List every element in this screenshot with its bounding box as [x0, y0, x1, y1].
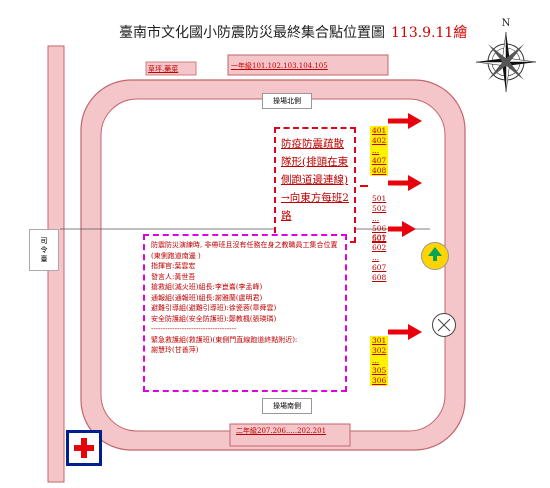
- lawn-label: 草坪.藥菜: [148, 65, 179, 73]
- grade2-label: 二年級207.206.....202.201: [236, 426, 326, 436]
- grade5-classes: 501 502 ... 506 507: [370, 194, 388, 244]
- staff-roles-box: 防震防災演練時, 非帶班且沒有任務在身之教職員工集合位置(東側跑道南邊 ) 指揮…: [143, 234, 347, 392]
- plan-line-2: 隊形(排頭在東側跑道邊連線): [281, 156, 349, 186]
- class-label: 301: [372, 336, 387, 345]
- plan-line-3: →向東方每班2路: [281, 192, 349, 222]
- grade3-classes: 301 302 ... 305 306: [370, 336, 389, 386]
- building-bottom: [229, 423, 351, 447]
- roles-line: ------------------------------------: [151, 325, 237, 333]
- evacuation-plan-box: 防疫防震疏散 隊形(排頭在東側跑道邊連線) →向東方每班2路: [274, 127, 356, 243]
- red-arrow-icon: [388, 113, 422, 129]
- roles-line: 緊急救護組(救護班)(東側門直線跑道終點附近):: [151, 335, 298, 344]
- plan-line-1: 防疫防震疏散: [281, 138, 344, 150]
- lawn-box: [145, 61, 197, 76]
- red-arrow-icon: [388, 175, 422, 191]
- class-label: ...: [372, 356, 380, 365]
- roles-line: 指揮官:葉雲宏: [151, 262, 196, 270]
- grade6-classes: 601 602 ... 607 608: [370, 233, 388, 283]
- class-label: ...: [372, 214, 380, 223]
- roles-line: 防震防災演練時, 非帶班且沒有任務在身之教職員工集合位置(東側跑道南邊 ): [151, 241, 338, 260]
- red-cross-icon: [66, 430, 102, 466]
- grade1-label: 一年級101.102.103.104.105: [231, 61, 328, 71]
- grade2-text: 二年級207.206.....202.201: [236, 427, 327, 435]
- map-title: 臺南市文化國小防震防災最終集合點位置圖 113.9.11繪: [119, 22, 467, 42]
- building-top: [227, 54, 389, 76]
- grade4-classes: 401 402 ... 407 408: [370, 126, 389, 176]
- class-label: 306: [372, 376, 387, 385]
- grade1-text: 一年級101.102.103.104.105: [231, 62, 328, 70]
- class-label: ...: [372, 146, 380, 155]
- class-label: 507: [372, 234, 387, 243]
- class-label: 408: [372, 166, 387, 175]
- stage-label: 司令臺: [29, 229, 59, 271]
- roles-line: 通報組(通報班)組長:謝雅蘭(盧明君): [151, 293, 263, 302]
- playground-north-label: 操場北側: [262, 93, 312, 109]
- roles-line: 謝慧玲(甘善萍): [151, 346, 199, 354]
- roles-line: 搶救組(滅火班)組長:李崑崙(李孟峰): [151, 283, 263, 291]
- class-label: 401: [372, 126, 387, 135]
- north-label: N: [502, 18, 511, 29]
- compass-rose-icon: N: [475, 18, 537, 93]
- assembly-point-icon: [421, 242, 449, 270]
- class-label: 407: [372, 156, 387, 165]
- red-arrow-icon: [388, 221, 416, 237]
- x-circle-icon: [432, 313, 456, 337]
- class-label: 402: [372, 136, 387, 145]
- class-label: 608: [372, 273, 387, 282]
- class-label: 305: [372, 366, 387, 375]
- map-title-text: 臺南市文化國小防震防災最終集合點位置圖: [119, 25, 385, 41]
- class-label: 602: [372, 243, 387, 252]
- roles-line: 避難引導組(避難引導班):徐瓷蓉(章舜雲): [151, 304, 277, 312]
- class-label: 302: [372, 346, 387, 355]
- class-label: 501: [372, 194, 387, 203]
- class-label: 502: [372, 204, 387, 213]
- red-arrow-icon: [388, 324, 422, 340]
- roles-line: 安全防護組(安全防護班):鄭教楓(張瑛璘): [151, 314, 277, 323]
- class-label: ...: [372, 253, 380, 262]
- playground-south-label: 操場南側: [262, 398, 312, 414]
- class-label: 607: [372, 263, 387, 272]
- roles-line: 發言人:黃世吾: [151, 272, 196, 281]
- class-label: 506: [372, 224, 387, 233]
- class-label: 601: [372, 233, 387, 242]
- map-date: 113.9.11繪: [391, 25, 468, 41]
